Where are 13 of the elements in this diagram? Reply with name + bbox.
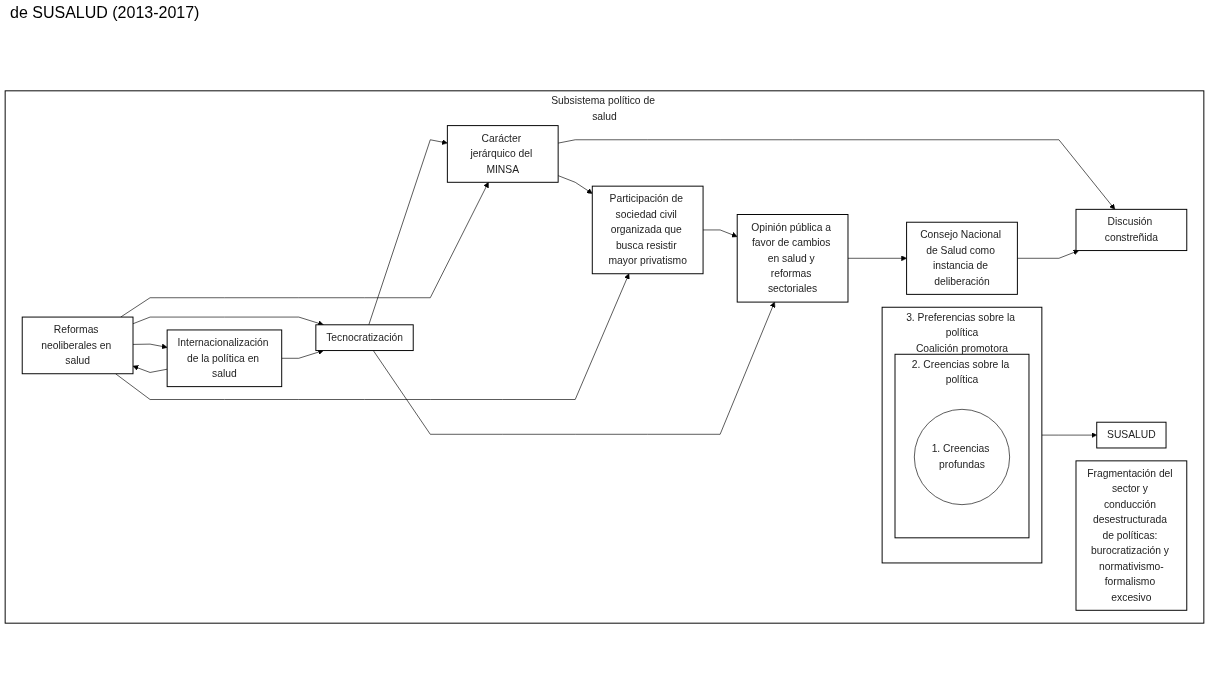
node-box: Reformas neoliberales en salud <box>21 316 134 375</box>
caption: de SUSALUD (2013-2017) <box>9 3 201 23</box>
node-box: Tecnocratización <box>315 324 414 352</box>
node-box: SUSALUD <box>1096 421 1167 449</box>
node-label: Coalición promotora <box>915 342 1009 354</box>
node-box: Internacionalización de la política en salud <box>166 329 283 388</box>
node-box: Discusión constreñida <box>1075 208 1188 252</box>
node-circle: 1. Creencias profundas <box>914 409 1010 505</box>
node-box: Opinión pública a favor de cambios en salud y reformas sectoriales <box>736 214 849 303</box>
node-box: Fragmentación del sector y conducción desestructurada de políticas: burocratización y normativismo-formalismo excesivo <box>1075 460 1188 611</box>
node-box: Consejo Nacional de Salud como instancia de deliberación <box>906 221 1018 295</box>
node-box: Participación de sociedad civil organizada que busca resistir mayor privatismo <box>591 185 704 275</box>
node-box: Carácter jerárquico del MINSA <box>446 125 559 183</box>
